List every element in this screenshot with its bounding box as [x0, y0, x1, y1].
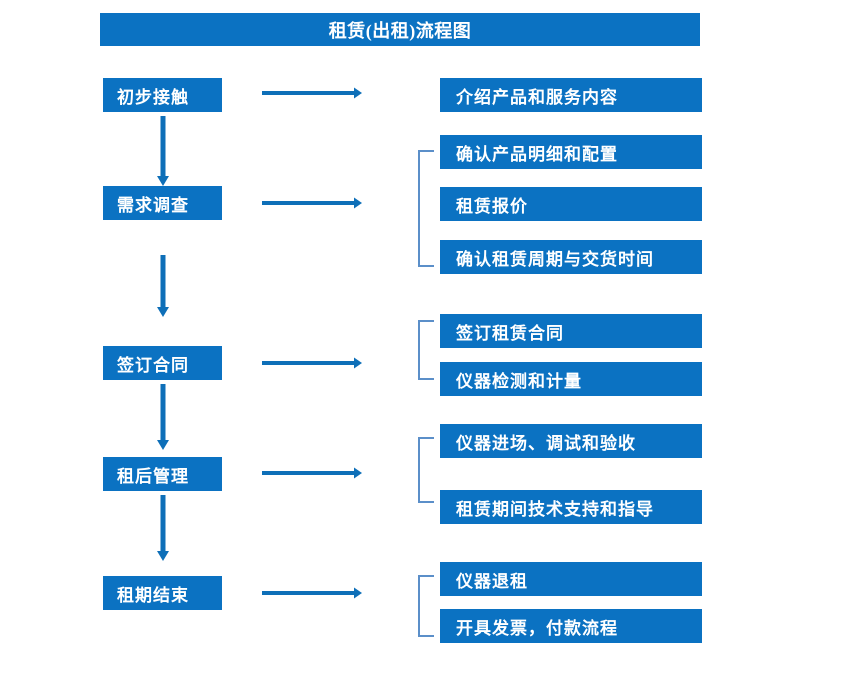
stage-box-3[interactable]: 签订合同	[103, 346, 222, 380]
detail-box-5-2[interactable]: 开具发票，付款流程	[440, 609, 702, 643]
detail-box-2-2[interactable]: 租赁报价	[440, 187, 702, 221]
bracket-group-5	[418, 575, 434, 637]
stage-box-4[interactable]: 租后管理	[103, 457, 222, 491]
bracket-group-3	[418, 320, 434, 380]
arrow-down-icon-2	[157, 255, 169, 317]
stage-box-1[interactable]: 初步接触	[103, 78, 222, 112]
stage-box-2[interactable]: 需求调查	[103, 186, 222, 220]
page-title: 租赁(出租)流程图	[100, 13, 700, 46]
arrow-right-icon-1	[262, 87, 362, 99]
arrow-right-icon-4	[262, 467, 362, 479]
bracket-group-2	[418, 150, 434, 267]
bracket-group-4	[418, 437, 434, 503]
arrow-down-icon-1	[157, 116, 169, 186]
detail-box-4-1[interactable]: 仪器进场、调试和验收	[440, 424, 702, 458]
detail-box-1-1[interactable]: 介绍产品和服务内容	[440, 78, 702, 112]
detail-box-3-1[interactable]: 签订租赁合同	[440, 314, 702, 348]
arrow-down-icon-3	[157, 384, 169, 450]
arrow-down-icon-4	[157, 495, 169, 561]
stage-box-5[interactable]: 租期结束	[103, 576, 222, 610]
detail-box-2-1[interactable]: 确认产品明细和配置	[440, 135, 702, 169]
arrow-right-icon-3	[262, 357, 362, 369]
detail-box-2-3[interactable]: 确认租赁周期与交货时间	[440, 240, 702, 274]
detail-box-5-1[interactable]: 仪器退租	[440, 562, 702, 596]
arrow-right-icon-5	[262, 587, 362, 599]
detail-box-3-2[interactable]: 仪器检测和计量	[440, 362, 702, 396]
arrow-right-icon-2	[262, 197, 362, 209]
detail-box-4-2[interactable]: 租赁期间技术支持和指导	[440, 490, 702, 524]
